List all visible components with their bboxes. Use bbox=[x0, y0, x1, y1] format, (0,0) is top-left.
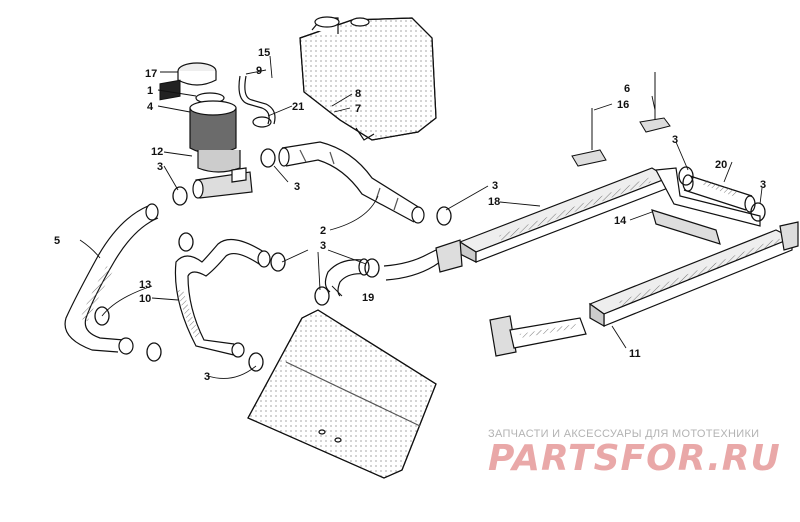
callout-4: 4 bbox=[147, 101, 154, 113]
heat-exchanger-left bbox=[588, 221, 799, 328]
callout-18: 18 bbox=[488, 196, 500, 208]
callout-3a: 3 bbox=[157, 161, 163, 173]
hose-left bbox=[64, 203, 159, 355]
callout-20: 20 bbox=[715, 159, 727, 171]
callout-3f: 3 bbox=[672, 134, 678, 146]
callout-16: 16 bbox=[617, 99, 629, 111]
surge-tank bbox=[177, 62, 241, 173]
leader-lines bbox=[79, 55, 763, 379]
watermark-brand: PARTSFOR.RU bbox=[488, 438, 781, 479]
callout-7: 7 bbox=[355, 103, 361, 115]
callout-labels: 17 1 4 12 3 3 15 9 21 8 7 2 5 13 10 3 3 … bbox=[54, 47, 766, 383]
callout-3c: 3 bbox=[204, 371, 210, 383]
mount-plate-16 bbox=[571, 149, 607, 167]
callout-1: 1 bbox=[147, 85, 153, 97]
callout-3e: 3 bbox=[492, 180, 498, 192]
hose-crossover bbox=[682, 174, 756, 213]
heat-exchanger-right bbox=[435, 167, 670, 273]
callout-10: 10 bbox=[139, 293, 151, 305]
cooler-end-fitting bbox=[489, 315, 587, 357]
callout-21: 21 bbox=[292, 101, 304, 113]
callout-3g: 3 bbox=[760, 179, 766, 191]
callout-6: 6 bbox=[624, 83, 630, 95]
callout-2: 2 bbox=[320, 225, 326, 237]
callout-19: 19 bbox=[362, 292, 374, 304]
callout-5: 5 bbox=[54, 235, 60, 247]
hose-connector bbox=[383, 249, 441, 281]
callout-12: 12 bbox=[151, 146, 163, 158]
radiator-panel bbox=[247, 309, 437, 479]
callout-3b: 3 bbox=[294, 181, 300, 193]
tee-fitting bbox=[192, 167, 253, 199]
vent-hose bbox=[238, 75, 276, 128]
hose-center bbox=[174, 238, 271, 358]
callout-17: 17 bbox=[145, 68, 157, 80]
hose-clamps bbox=[94, 148, 766, 372]
callout-11: 11 bbox=[629, 348, 641, 360]
callout-13: 13 bbox=[139, 279, 151, 291]
mount-plate-6 bbox=[639, 117, 671, 133]
callout-3d: 3 bbox=[320, 240, 326, 252]
hose-upper bbox=[278, 141, 425, 224]
label-decal bbox=[159, 79, 181, 101]
hose-short bbox=[324, 258, 370, 297]
watermark-tagline: ЗАПЧАСТИ И АКСЕССУАРЫ ДЛЯ МОТОТЕХНИКИ bbox=[488, 428, 760, 440]
callout-8: 8 bbox=[355, 88, 361, 100]
cross-bracket bbox=[651, 167, 761, 245]
callout-14: 14 bbox=[614, 215, 627, 227]
callout-15: 15 bbox=[258, 47, 270, 59]
callout-9: 9 bbox=[256, 65, 262, 77]
coolant-reservoir-tank bbox=[299, 16, 437, 141]
